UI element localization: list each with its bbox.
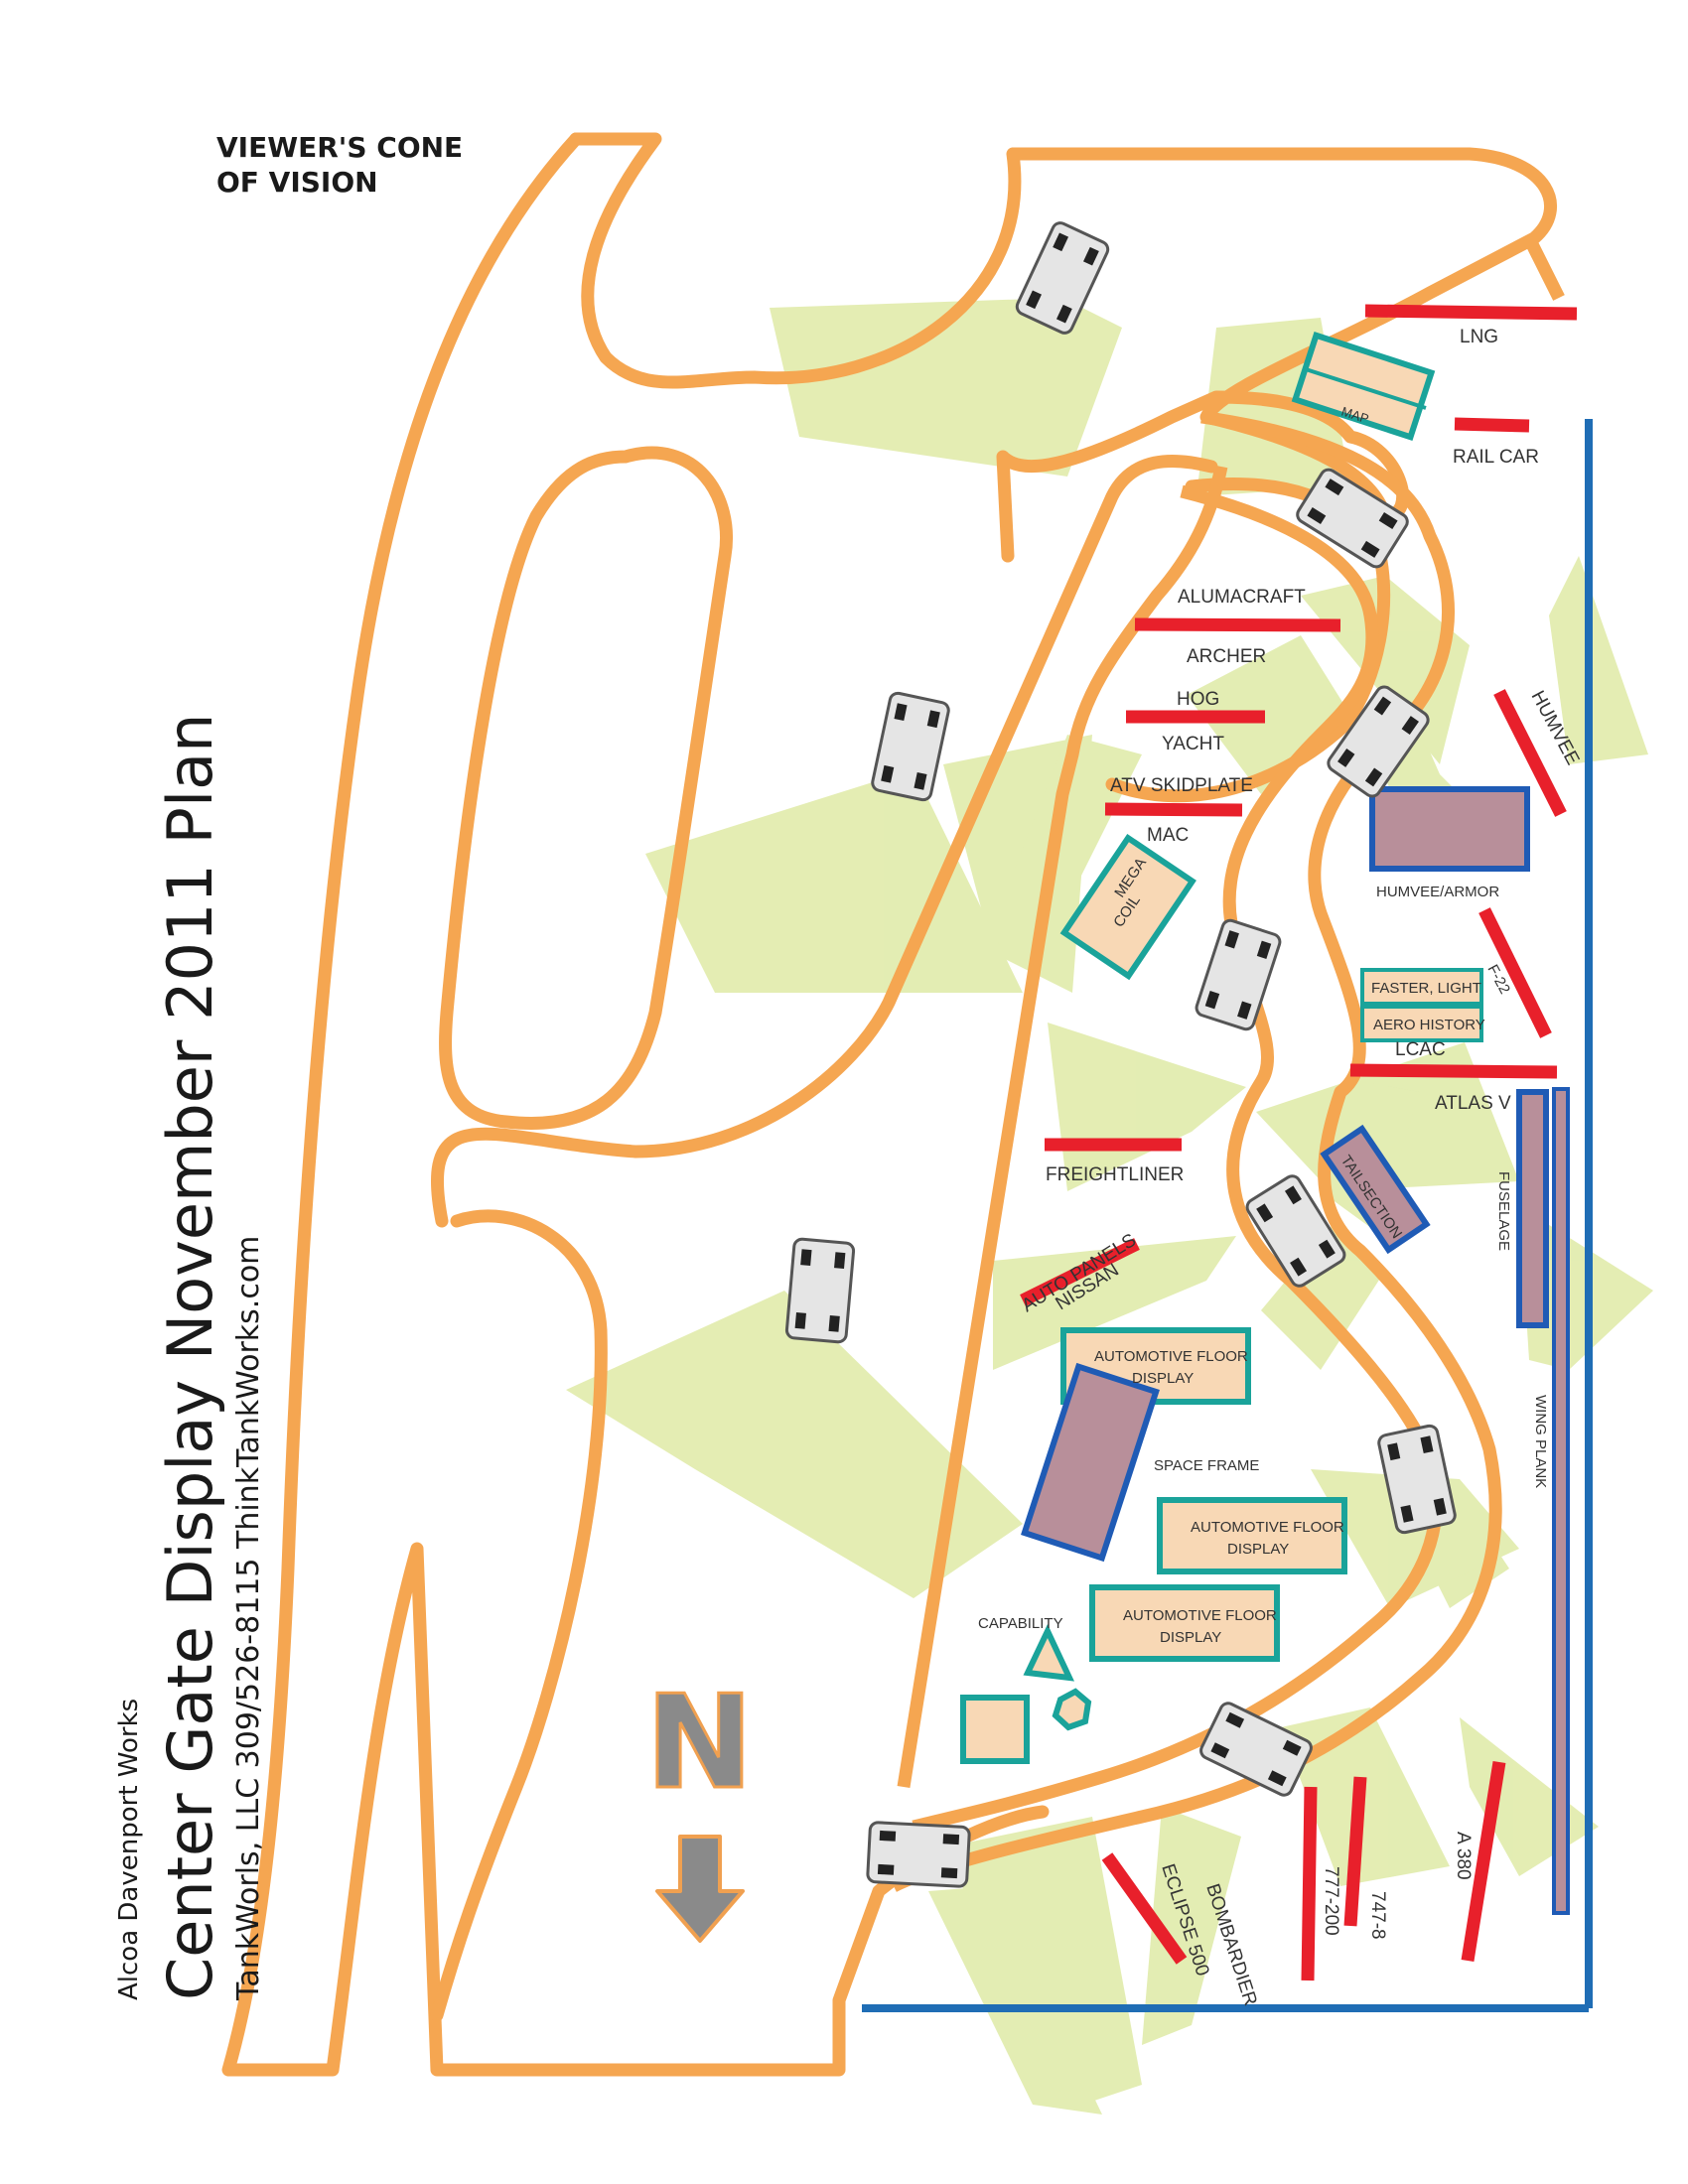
cart — [784, 1237, 856, 1344]
label-mac: MAC — [1147, 825, 1189, 846]
vision-cone — [645, 769, 1023, 993]
label-lng: LNG — [1460, 327, 1498, 347]
cart — [1195, 918, 1282, 1031]
vision-cone — [770, 298, 1122, 477]
label-auto-floor-2-l1: AUTOMOTIVE FLOOR — [1191, 1519, 1344, 1536]
vision-cone — [928, 1886, 1102, 2115]
wing-plank-block — [1552, 1087, 1570, 1915]
legend-line-2: OF VISION — [216, 166, 378, 199]
vision-cone — [1187, 635, 1350, 794]
capability-hexagon — [1052, 1688, 1092, 1731]
capability-square — [960, 1695, 1030, 1764]
cart — [1015, 221, 1110, 335]
contact-line: TankWorls, LLC 309/526-8115 ThinkTankWor… — [231, 1236, 266, 2001]
cart — [1296, 468, 1409, 569]
label-yacht: YACHT — [1162, 734, 1224, 754]
serpentine-track-east-edge — [1523, 235, 1565, 301]
label-auto-floor-3-l1: AUTOMOTIVE FLOOR — [1123, 1607, 1277, 1624]
label-faster-light: FASTER, LIGHT — [1371, 980, 1481, 997]
capability-triangle — [1023, 1623, 1075, 1682]
label-auto-floor-1-l1: AUTOMOTIVE FLOOR — [1094, 1348, 1248, 1365]
carts — [784, 221, 1457, 1888]
label-fuselage: FUSELAGE — [1495, 1171, 1512, 1251]
label-humvee-armor: HUMVEE/ARMOR — [1376, 884, 1499, 900]
display-bar-777 — [1301, 1786, 1318, 1981]
title-block: Alcoa Davenport Works Center Gate Displa… — [114, 714, 266, 2001]
fuselage-block — [1516, 1089, 1549, 1328]
cart — [866, 1821, 971, 1888]
legend: VIEWER'S CONE OF VISION — [216, 131, 463, 199]
label-747-8: 747-8 — [1367, 1891, 1388, 1940]
legend-line-1: VIEWER'S CONE — [216, 131, 463, 164]
display-bar-atv — [1104, 802, 1243, 817]
vision-cone — [1261, 1221, 1385, 1370]
north-arrow-icon — [655, 1835, 745, 1943]
org-name: Alcoa Davenport Works — [114, 1699, 144, 2000]
display-bar-humvee — [1493, 689, 1567, 817]
label-atlas-v: ATLAS V — [1435, 1093, 1511, 1114]
display-bar-747 — [1343, 1776, 1367, 1927]
cart — [871, 691, 950, 802]
label-auto-floor-2-l2: DISPLAY — [1227, 1541, 1289, 1558]
vision-cone — [993, 1236, 1236, 1370]
cart — [1199, 1702, 1313, 1797]
label-freightliner: FREIGHTLINER — [1046, 1164, 1184, 1185]
auto-floor-2-panel — [1157, 1497, 1347, 1574]
display-bar-atlas — [1349, 1063, 1558, 1079]
walls — [862, 419, 1593, 2012]
label-atv-skidplate: ATV SKIDPLATE — [1110, 775, 1253, 796]
north-letter: N — [645, 1667, 754, 1818]
plan-title: Center Gate Display November 2011 Plan — [154, 714, 226, 2000]
aero-history-panel — [1360, 1005, 1483, 1042]
cart — [1327, 685, 1430, 798]
display-bar-alumacraft — [1134, 617, 1341, 632]
mega-coil-panel — [1059, 833, 1196, 981]
label-a380: A 380 — [1453, 1832, 1474, 1880]
serpentine-track-outer — [891, 410, 1502, 1892]
vision-cone — [1142, 1807, 1241, 2045]
space-frame-block — [1021, 1362, 1160, 1563]
display-bar-bombardier — [1101, 1852, 1188, 1965]
center-corridor-west — [431, 454, 1218, 1228]
inner-loop-road — [439, 446, 733, 1130]
cart — [1245, 1174, 1346, 1288]
north-indicator: N — [644, 1666, 755, 1943]
cart — [1377, 1424, 1457, 1535]
display-bar-auto-panels — [1020, 1238, 1140, 1306]
display-bar-a380 — [1461, 1760, 1506, 1963]
display-bar-rail-car — [1454, 417, 1530, 433]
serpentine-track-west-edge — [897, 465, 1228, 1789]
vision-cone — [948, 1817, 1142, 2105]
structure-displays — [1021, 786, 1570, 1915]
tailsection-block — [1320, 1124, 1431, 1255]
vision-cone — [566, 1291, 1023, 1598]
label-alumacraft: ALUMACRAFT — [1178, 587, 1306, 608]
auto-floor-3-panel — [1089, 1584, 1280, 1662]
label-wing-plank: WING PLANK — [1532, 1395, 1549, 1488]
outer-road-west — [221, 132, 1050, 2077]
label-space-frame: SPACE FRAME — [1154, 1457, 1259, 1474]
label-aero-history: AERO HISTORY — [1373, 1017, 1485, 1033]
label-hog: HOG — [1177, 689, 1219, 710]
label-capability: CAPABILITY — [978, 1615, 1063, 1632]
label-auto-floor-1-l2: DISPLAY — [1132, 1370, 1194, 1387]
label-777-200: 777-200 — [1321, 1866, 1341, 1936]
label-auto-floor-3-l2: DISPLAY — [1160, 1629, 1221, 1646]
display-bar-f22 — [1478, 907, 1552, 1038]
display-bar-lng — [1364, 304, 1578, 321]
inner-lower-road — [430, 1209, 608, 2022]
label-archer: ARCHER — [1187, 646, 1266, 667]
humvee-armor-block — [1369, 786, 1530, 872]
map-panel-divider — [1305, 367, 1427, 410]
vision-cone — [1549, 556, 1648, 764]
label-lcac: LCAC — [1395, 1039, 1446, 1060]
label-rail-car: RAIL CAR — [1453, 447, 1539, 468]
display-bars — [1020, 304, 1578, 1981]
vision-cone — [1311, 1469, 1519, 1608]
panel-displays — [960, 332, 1483, 1764]
faster-light-panel — [1360, 968, 1483, 1006]
